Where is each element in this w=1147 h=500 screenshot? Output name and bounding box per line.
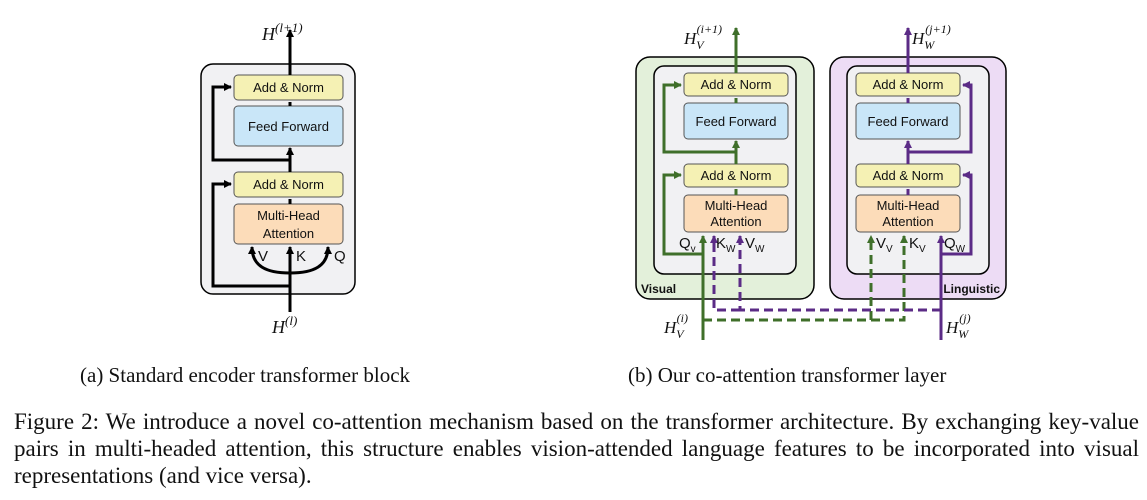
encoder-input-k: K: [296, 248, 306, 265]
linguistic-add-norm-bottom: Add & Norm: [855, 163, 961, 188]
linguistic-input-value: VV: [876, 235, 893, 255]
linguistic-input-label: HW(j): [945, 311, 971, 341]
encoder-multi-head-attention: Multi-Head Attention: [233, 203, 344, 245]
linguistic-output-label: HW(j+1): [911, 22, 951, 52]
encoder-feed-forward-label: Feed Forward: [248, 119, 329, 134]
linguistic-feed-forward: Feed Forward: [855, 102, 961, 140]
visual-output-label: HV(i+1): [683, 22, 722, 52]
visual-add-norm-top: Add & Norm: [683, 72, 789, 97]
encoder-add-norm-bottom: Add & Norm: [233, 171, 344, 198]
figure-caption: Figure 2: We introduce a novel co-attent…: [14, 409, 1139, 488]
visual-co-attention: Multi-Head Attention: [683, 194, 789, 233]
standard-encoder-block: Add & Norm Feed Forward Add & Norm Multi…: [200, 20, 356, 337]
encoder-input-q: Q: [334, 248, 346, 265]
linguistic-add-norm-bottom-label: Add & Norm: [873, 168, 944, 183]
encoder-attention-label-1: Multi-Head: [257, 208, 320, 223]
visual-input-value: VW: [745, 235, 765, 255]
subcaption-b: (b) Our co-attention transformer layer: [628, 363, 947, 387]
figure-diagram: Add & Norm Feed Forward Add & Norm Multi…: [200, 20, 1007, 341]
visual-attention-label-2: Attention: [710, 214, 761, 229]
visual-feed-forward: Feed Forward: [683, 102, 789, 140]
visual-add-norm-bottom: Add & Norm: [683, 163, 789, 188]
visual-tag: Visual: [641, 282, 676, 296]
visual-input-key: KW: [716, 235, 736, 255]
visual-attention-label-1: Multi-Head: [705, 198, 768, 213]
subcaption-a: (a) Standard encoder transformer block: [80, 363, 411, 387]
linguistic-attention-label-2: Attention: [882, 214, 933, 229]
encoder-add-norm-top-label: Add & Norm: [253, 80, 324, 95]
visual-input-label: HV(i): [663, 311, 688, 341]
visual-feed-forward-label: Feed Forward: [696, 114, 777, 129]
co-attention-layer: Visual Linguistic Add & Norm Feed Forwar…: [635, 22, 1007, 341]
encoder-output-label: H(l+1): [261, 20, 303, 44]
encoder-attention-label-2: Attention: [263, 226, 314, 241]
linguistic-flow-arrows: [710, 27, 973, 340]
encoder-feed-forward: Feed Forward: [233, 105, 344, 147]
encoder-flow-arrows: [211, 29, 332, 312]
linguistic-attention-label-1: Multi-Head: [877, 198, 940, 213]
encoder-input-label: H(l): [271, 313, 297, 337]
linguistic-co-attention: Multi-Head Attention: [855, 194, 961, 233]
linguistic-feed-forward-label: Feed Forward: [868, 114, 949, 129]
visual-input-query: Qv: [679, 235, 696, 255]
encoder-add-norm-top: Add & Norm: [233, 74, 344, 101]
linguistic-input-key: KV: [909, 235, 926, 255]
encoder-input-v: V: [258, 248, 268, 265]
encoder-add-norm-bottom-label: Add & Norm: [253, 177, 324, 192]
visual-flow-arrows: [662, 27, 908, 340]
linguistic-input-query: QW: [944, 235, 966, 255]
visual-add-norm-bottom-label: Add & Norm: [701, 168, 772, 183]
linguistic-tag: Linguistic: [943, 282, 1000, 296]
visual-add-norm-top-label: Add & Norm: [701, 77, 772, 92]
linguistic-add-norm-top: Add & Norm: [855, 72, 961, 97]
linguistic-add-norm-top-label: Add & Norm: [873, 77, 944, 92]
